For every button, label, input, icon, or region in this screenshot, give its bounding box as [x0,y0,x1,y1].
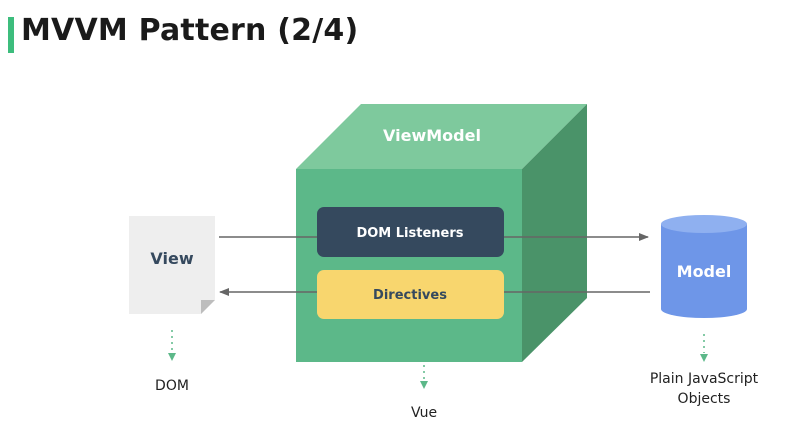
viewmodel-caption: Vue [411,405,437,421]
view-caption: DOM [155,378,189,394]
viewmodel-down-arrow [420,365,428,389]
slide-title: MVVM Pattern (2/4) [21,13,359,48]
title-accent-bar [8,17,14,53]
dom-listeners-label: DOM Listeners [356,226,463,241]
cube-front-face [296,169,522,362]
view-down-arrow [168,330,176,361]
dom-listeners-box [317,207,504,257]
directives-box [317,270,504,319]
cube-top-face [296,104,587,169]
directives-label: Directives [373,288,447,303]
view-document-icon [129,216,215,314]
model-down-arrow [700,334,708,362]
viewmodel-label: ViewModel [383,126,481,145]
cube-side-face [522,104,587,362]
model-label: Model [677,262,732,281]
view-label: View [150,249,193,268]
model-caption-line1: Plain JavaScript [650,371,759,387]
model-caption-line2: Objects [678,391,731,407]
model-cylinder-icon [661,215,747,318]
viewmodel-cube [296,104,587,362]
